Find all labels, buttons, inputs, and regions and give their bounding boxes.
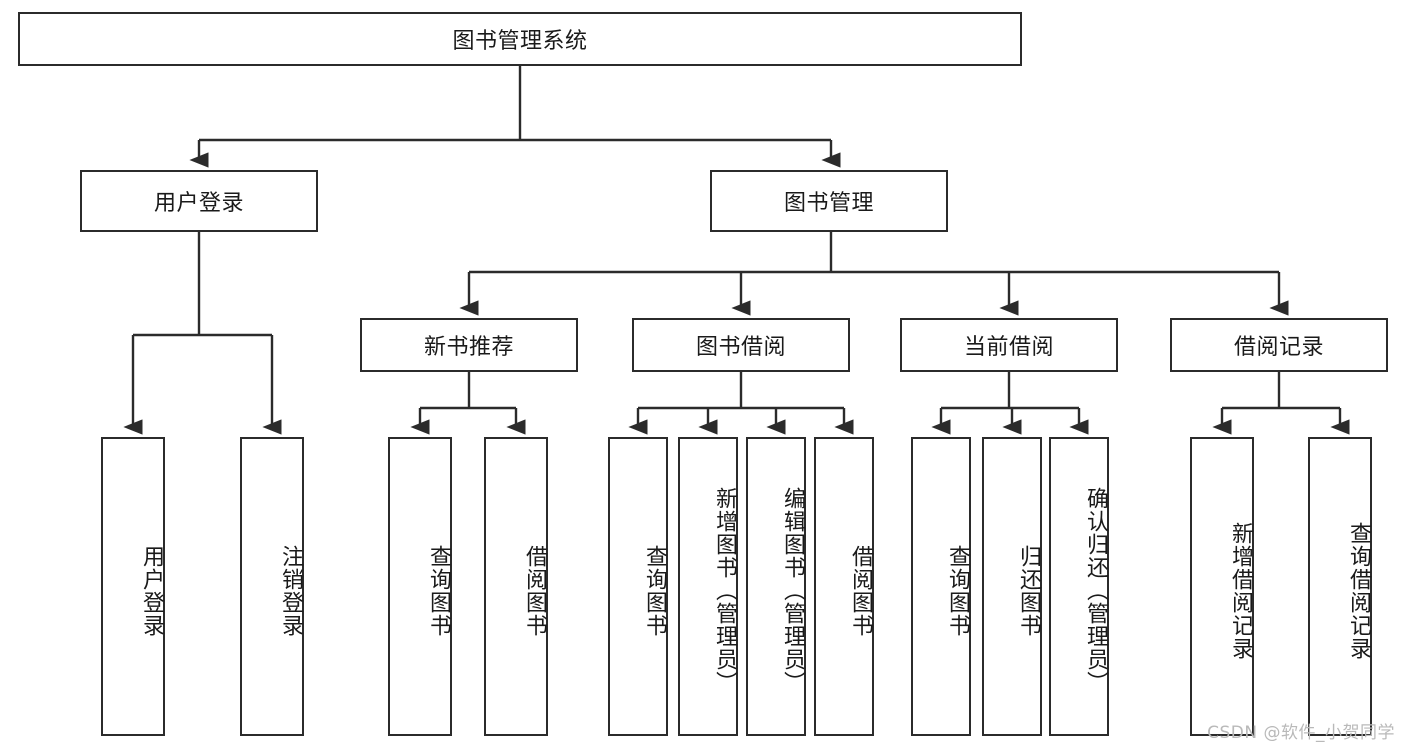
leaf-query-book-current[interactable]: 查询图书 xyxy=(911,437,971,736)
leaf-borrow-book-recommend[interactable]: 借阅图书 xyxy=(484,437,548,736)
leaf-query-book-borrow[interactable]: 查询图书 xyxy=(608,437,668,736)
node-user-login[interactable]: 用户登录 xyxy=(80,170,318,232)
node-new-book-recommend-label: 新书推荐 xyxy=(423,335,514,360)
leaf-add-borrow-record[interactable]: 新增借阅记录 xyxy=(1190,437,1254,736)
leaf-borrow-book-recommend-label: 借阅图书 xyxy=(522,544,547,637)
node-current-borrow-label: 当前借阅 xyxy=(963,335,1054,360)
leaf-edit-book-admin-label: 编辑图书（管理员） xyxy=(780,487,805,694)
leaf-confirm-return-admin[interactable]: 确认归还（管理员） xyxy=(1049,437,1109,736)
leaf-logout-login-label: 注销登录 xyxy=(278,544,303,637)
node-book-borrow[interactable]: 图书借阅 xyxy=(632,318,850,372)
csdn-watermark: CSDN @软件_小贺同学 xyxy=(1207,723,1395,743)
node-book-management-label: 图书管理 xyxy=(783,191,874,216)
node-borrow-record[interactable]: 借阅记录 xyxy=(1170,318,1388,372)
leaf-user-login-label: 用户登录 xyxy=(139,544,164,637)
leaf-confirm-return-admin-label: 确认归还（管理员） xyxy=(1083,487,1108,694)
leaf-logout-login[interactable]: 注销登录 xyxy=(240,437,304,736)
leaf-query-book-recommend-label: 查询图书 xyxy=(426,544,451,637)
leaf-edit-book-admin[interactable]: 编辑图书（管理员） xyxy=(746,437,806,736)
node-book-management[interactable]: 图书管理 xyxy=(710,170,948,232)
leaf-user-login[interactable]: 用户登录 xyxy=(101,437,165,736)
leaf-query-book-current-label: 查询图书 xyxy=(945,544,970,637)
leaf-query-borrow-record-label: 查询借阅记录 xyxy=(1346,521,1371,660)
leaf-query-book-borrow-label: 查询图书 xyxy=(642,544,667,637)
node-root[interactable]: 图书管理系统 xyxy=(18,12,1022,66)
leaf-return-book-label: 归还图书 xyxy=(1016,544,1041,637)
leaf-return-book[interactable]: 归还图书 xyxy=(982,437,1042,736)
leaf-query-book-recommend[interactable]: 查询图书 xyxy=(388,437,452,736)
node-borrow-record-label: 借阅记录 xyxy=(1233,335,1324,360)
node-user-login-label: 用户登录 xyxy=(153,191,244,216)
leaf-add-borrow-record-label: 新增借阅记录 xyxy=(1228,521,1253,660)
leaf-borrow-book-label: 借阅图书 xyxy=(848,544,873,637)
node-new-book-recommend[interactable]: 新书推荐 xyxy=(360,318,578,372)
leaf-query-borrow-record[interactable]: 查询借阅记录 xyxy=(1308,437,1372,736)
node-root-label: 图书管理系统 xyxy=(452,29,588,54)
leaf-add-book-admin-label: 新增图书（管理员） xyxy=(712,487,737,694)
leaf-borrow-book[interactable]: 借阅图书 xyxy=(814,437,874,736)
leaf-add-book-admin[interactable]: 新增图书（管理员） xyxy=(678,437,738,736)
node-current-borrow[interactable]: 当前借阅 xyxy=(900,318,1118,372)
node-book-borrow-label: 图书借阅 xyxy=(695,335,786,360)
